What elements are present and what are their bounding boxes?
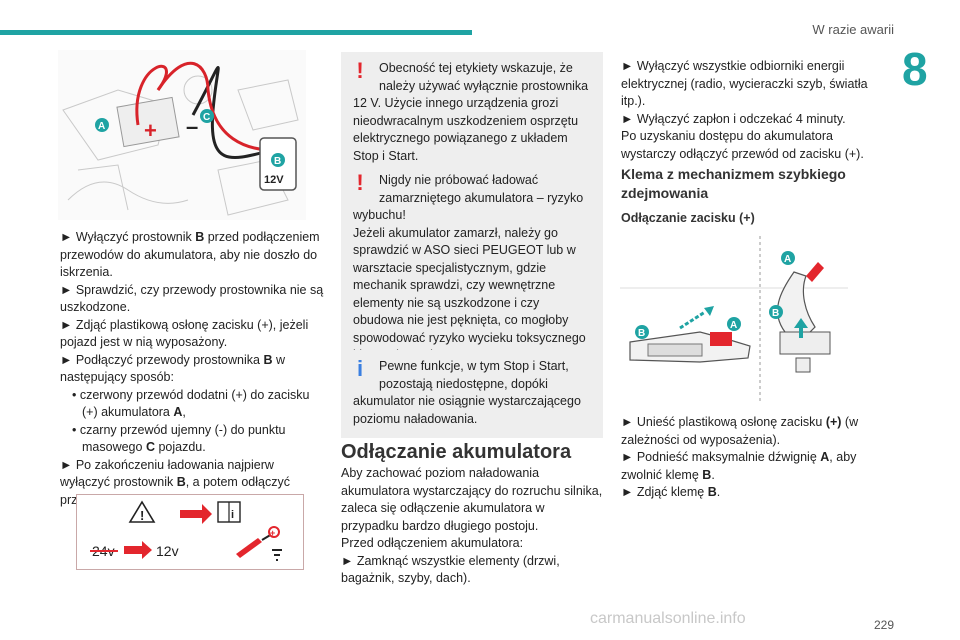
clamp-icon xyxy=(236,538,262,558)
warning-triangle-icon xyxy=(128,500,156,523)
arrow-right-icon xyxy=(180,504,212,524)
svg-text:A: A xyxy=(98,121,105,132)
exclamation-icon: ! xyxy=(356,170,364,195)
substep-black-cable: • czarny przewód ujemny (-) do punktu ma… xyxy=(72,422,286,455)
warning-box-12v: ! Obecność tej etykiety wskazuje, że nal… xyxy=(341,52,603,175)
label-a-badge xyxy=(781,251,795,265)
step-switch-off-charger: ► Wyłączyć prostownik B przed podłączeni… xyxy=(60,230,320,279)
label-a-badge xyxy=(95,118,109,132)
charger-connection-illustration: + – 12V A C B xyxy=(58,50,306,220)
warning-box-frozen: ! Nigdy nie próbować ładować zamarznięte… xyxy=(341,164,603,375)
column1-instructions: ► Wyłączyć prostownik B przed podłączeni… xyxy=(60,229,325,509)
quick-release-clamp-illustration: A B A B xyxy=(620,236,848,404)
info-box-stop-start: i Pewne funkcje, w tym Stop i Start, poz… xyxy=(341,350,603,438)
voltage-warning-label: ! i 24v 12v + xyxy=(76,494,304,570)
svg-text:12v: 12v xyxy=(156,543,179,559)
label-b-badge xyxy=(635,325,649,339)
step-check-cables: ► Sprawdzić, czy przewody prostownika ni… xyxy=(60,282,324,315)
step-connect-cables: ► Podłączyć przewody prostownika B w nas… xyxy=(60,352,285,385)
column3-steps: ► Unieść plastikową osłonę zacisku (+) (… xyxy=(621,415,859,499)
svg-text:B: B xyxy=(274,156,281,167)
watermark: carmanualsonline.info xyxy=(590,610,746,627)
svg-text:!: ! xyxy=(140,508,144,523)
column3-body: ► Wyłączyć wszystkie odbiorniki energii … xyxy=(621,59,868,161)
svg-text:+: + xyxy=(270,528,275,538)
svg-text:–: – xyxy=(186,114,198,139)
svg-text:B: B xyxy=(638,328,645,339)
subheading-disconnect-plus: Odłączanie zacisku (+) xyxy=(621,211,755,225)
battery-shape xyxy=(116,96,180,148)
label-a-badge xyxy=(727,317,741,331)
svg-text:C: C xyxy=(203,112,210,123)
column2-body: Aby zachować poziom naładowania akumulat… xyxy=(341,466,603,585)
svg-text:i: i xyxy=(231,509,234,521)
svg-text:A: A xyxy=(730,320,737,331)
svg-text:+: + xyxy=(144,118,157,143)
svg-text:A: A xyxy=(784,254,791,265)
substep-red-cable: • czerwony przewód dodatni (+) do zacisk… xyxy=(72,387,310,420)
label-b-badge xyxy=(769,305,783,319)
label-c-badge xyxy=(200,109,214,123)
chapter-number: 8 xyxy=(902,43,928,95)
section-title: W razie awarii xyxy=(812,22,894,37)
page-number: 229 xyxy=(873,618,894,632)
label-b-badge xyxy=(271,153,285,167)
heading-quick-release-clamp: Klema z mechanizmem szybkiego zdejmowani… xyxy=(621,166,846,201)
step-remove-cover: ► Zdjąć plastikową osłonę zacisku (+), j… xyxy=(60,317,309,350)
svg-text:B: B xyxy=(772,308,779,319)
exclamation-icon: ! xyxy=(356,58,364,83)
info-icon: i xyxy=(356,356,364,381)
svg-text:12V: 12V xyxy=(264,174,284,186)
heading-disconnect-battery: Odłączanie akumulatora xyxy=(341,441,572,463)
header-accent-bar xyxy=(0,30,472,35)
